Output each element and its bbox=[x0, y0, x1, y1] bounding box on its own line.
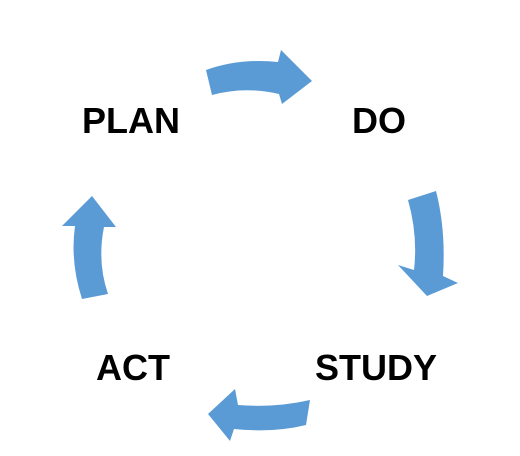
step-label-do: DO bbox=[352, 100, 406, 141]
arrow-act-to-plan bbox=[62, 196, 116, 299]
arrow-plan-to-do bbox=[206, 50, 312, 104]
arrow-study-to-act bbox=[208, 389, 310, 441]
arrow-do-to-study bbox=[398, 191, 458, 296]
step-label-act: ACT bbox=[96, 347, 170, 388]
step-label-study: STUDY bbox=[315, 347, 438, 388]
step-label-plan: PLAN bbox=[82, 100, 180, 141]
